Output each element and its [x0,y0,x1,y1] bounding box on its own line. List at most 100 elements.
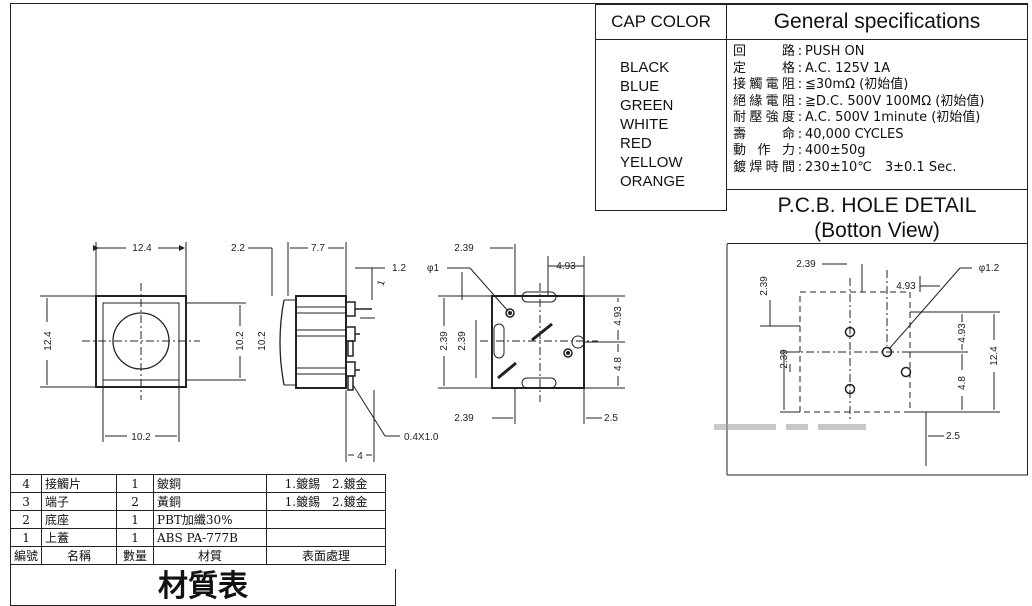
table-header-cell: 數量 [116,546,155,565]
dim-label: 2.39 [759,276,770,296]
spec-row: 定 格:A.C. 125V 1A [733,60,891,76]
table-cell: 2 [116,492,155,511]
table-header-cell: 編號 [9,546,43,565]
dim-label: 12.4 [43,331,54,351]
pcb-heading-line1: P.C.B. HOLE DETAIL [777,194,977,217]
table-row: 4 接觸片 1 鈹銅 1.鍍錫 2.鍍金 [9,474,387,493]
spec-key: 壽 命 [733,126,795,142]
spec-value: A.C. 125V 1A [805,60,891,76]
cap-color-item: YELLOW [620,154,683,171]
frame-top-border [10,3,1028,4]
table-cell [266,528,387,547]
blurred-watermark [714,424,866,430]
dim-label: 10.2 [131,432,151,443]
pcb-hole-detail-heading: P.C.B. HOLE DETAIL (Botton View) [727,189,1028,244]
spec-key: 定 格 [733,60,795,76]
front-view [40,242,273,442]
general-specifications-list: 回 路:PUSH ON 定 格:A.C. 125V 1A 接觸電阻:≦30mΩ … [727,40,1028,189]
spec-key: 動作力 [733,143,795,158]
dim-label: 2.39 [454,413,474,424]
spec-row: 動作力:400±50g [733,143,866,158]
dim-label: 1.2 [392,263,406,274]
table-row: 3 端子 2 黃銅 1.鍍錫 2.鍍金 [9,492,387,511]
spec-value: A.C. 500V 1minute (初始值) [805,110,981,125]
table-cell: 1.鍍錫 2.鍍金 [266,474,387,493]
table-cell: 上蓋 [41,528,118,547]
material-table: 4 接觸片 1 鈹銅 1.鍍錫 2.鍍金 3 端子 2 黃銅 1.鍍錫 2.鍍金… [9,474,387,565]
dim-label: 4 [357,451,363,462]
spec-key: 鍍焊時間 [733,159,795,175]
spec-row: 回 路:PUSH ON [733,44,865,59]
dim-label: 4.8 [613,357,624,371]
cap-color-item: BLUE [620,78,660,95]
cap-color-item: RED [620,135,652,152]
spec-row: 壽 命:40,000 CYCLES [733,126,904,142]
pcb-heading-line2: (Botton View) [814,219,940,242]
dim-label: 10.2 [257,331,268,351]
dim-label: 2.39 [796,259,816,270]
dim-label: 2.2 [231,243,245,254]
bottom-view [438,244,625,424]
cap-color-list: BLACK BLUE GREEN WHITE RED YELLOW ORANGE [595,40,727,211]
table-cell: 底座 [41,510,118,529]
table-header-cell: 表面處理 [266,546,387,565]
spec-value: PUSH ON [805,44,865,59]
spec-key: 接觸電阻 [733,77,795,92]
spec-value: ≦30mΩ (初始值) [805,77,909,92]
table-row: 2 底座 1 PBT加纖30% [9,510,387,529]
dim-label: 4.93 [896,281,916,292]
dim-label: 4.93 [556,261,576,272]
spec-value: 40,000 CYCLES [805,126,904,142]
spec-value: 400±50g [805,143,866,158]
table-cell: 1 [116,528,155,547]
table-header-row: 編號 名稱 數量 材質 表面處理 [9,546,387,565]
table-cell: PBT加纖30% [153,510,268,529]
material-table-title: 材質表 [10,569,396,606]
dim-label: 0.4X1.0 [404,432,439,443]
dim-label: 2.5 [946,431,960,442]
cap-color-item: GREEN [620,97,674,114]
dim-label: 4.93 [957,323,968,343]
table-cell [266,510,387,529]
dim-label: 10.2 [235,331,246,351]
table-cell: 1 [9,528,43,547]
table-cell: 1 [116,474,155,493]
cap-color-heading: CAP COLOR [595,4,727,40]
spec-value: 230±10℃ 3±0.1 Sec. [805,159,957,175]
dim-label: 4.8 [957,376,968,390]
dim-label: 1 [376,278,388,287]
spec-row: 鍍焊時間:230±10℃ 3±0.1 Sec. [733,159,957,175]
spec-key: 絕緣電阻 [733,93,795,109]
dim-label: 4.93 [613,306,624,326]
table-header-cell: 名稱 [41,546,118,565]
spec-key: 回 路 [733,44,795,59]
dim-label: φ1 [427,263,439,274]
dim-label: 7.7 [311,243,325,254]
table-cell: 1.鍍錫 2.鍍金 [266,492,387,511]
table-cell: 鈹銅 [153,474,268,493]
table-header-cell: 材質 [153,546,268,565]
side-view [279,242,400,462]
cap-color-item: BLACK [620,59,670,76]
dim-label: 2.5 [604,413,618,424]
spec-row: 接觸電阻:≦30mΩ (初始值) [733,77,909,92]
dim-label: 2.39 [439,331,450,351]
table-cell: 端子 [41,492,118,511]
table-cell: 3 [9,492,43,511]
dim-label: 2.39 [457,331,468,351]
table-cell: ABS PA-777B [153,528,268,547]
table-cell: 4 [9,474,43,493]
spec-key: 耐壓強度 [733,110,795,125]
dim-label: 2.39 [779,349,790,369]
table-cell: 接觸片 [41,474,118,493]
table-cell: 黃銅 [153,492,268,511]
spec-row: 絕緣電阻:≧D.C. 500V 100MΩ (初始值) [733,93,985,109]
cap-color-item: ORANGE [620,173,686,190]
general-specifications-heading: General specifications [727,4,1028,40]
dim-label: 12.4 [132,243,152,254]
spec-row: 耐壓強度:A.C. 500V 1minute (初始值) [733,110,981,125]
dim-label: φ1.2 [979,263,1000,274]
frame-left-border [10,3,11,606]
